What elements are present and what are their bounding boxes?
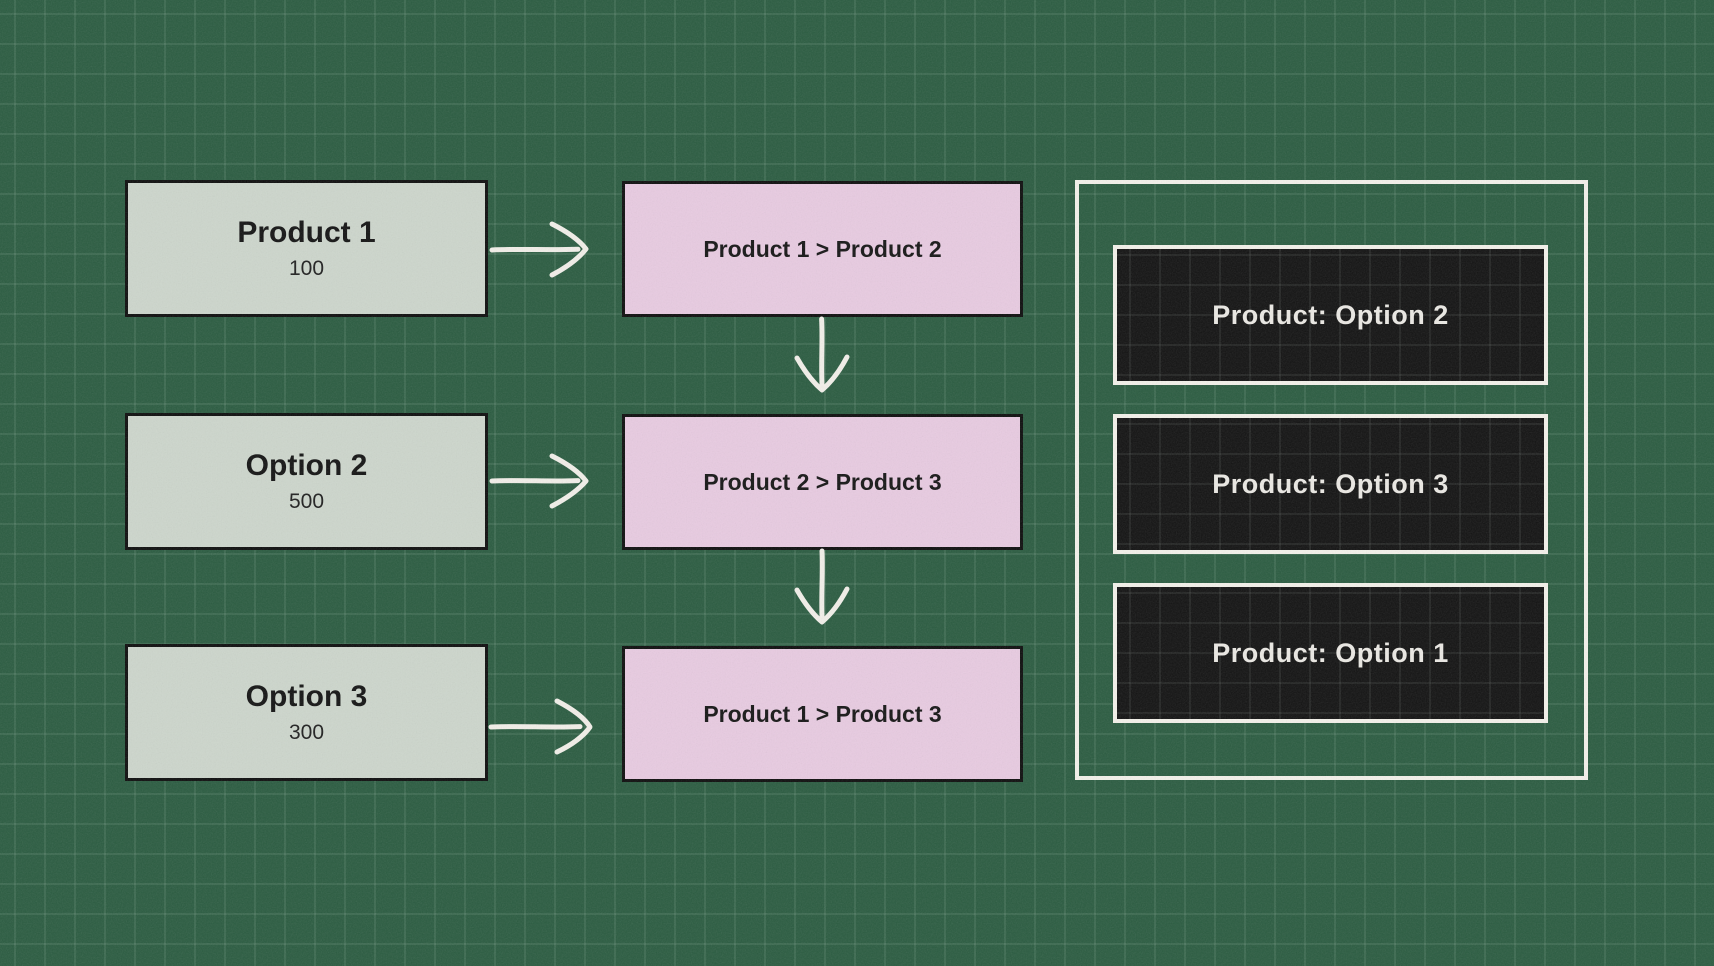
source-box-option-3[interactable]: Option 3 300 xyxy=(125,644,488,781)
arrow-source2-to-transition2 xyxy=(489,453,589,509)
panel-item-option-2[interactable]: Product: Option 2 xyxy=(1113,245,1548,385)
source-box-value: 500 xyxy=(288,489,325,513)
transition-box-1[interactable]: Product 1 > Product 2 xyxy=(622,181,1023,317)
arrow-transition2-to-transition3 xyxy=(794,548,850,625)
arrow-source1-to-transition1 xyxy=(489,221,589,278)
source-box-title: Option 2 xyxy=(245,449,368,483)
transition-label: Product 2 > Product 3 xyxy=(703,468,942,495)
panel-item-option-1[interactable]: Product: Option 1 xyxy=(1113,583,1548,723)
transition-label: Product 1 > Product 3 xyxy=(703,700,942,727)
source-box-title: Product 1 xyxy=(237,216,376,250)
source-box-product-1[interactable]: Product 1 100 xyxy=(125,180,488,317)
product-options-panel: Product: Option 2 Product: Option 3 Prod… xyxy=(1075,180,1588,780)
transition-label: Product 1 > Product 2 xyxy=(703,235,942,262)
panel-item-label: Product: Option 3 xyxy=(1212,468,1449,499)
transition-box-3[interactable]: Product 1 > Product 3 xyxy=(622,646,1023,782)
source-box-value: 300 xyxy=(288,720,325,744)
source-box-value: 100 xyxy=(288,256,325,280)
arrow-transition1-to-transition2 xyxy=(794,316,850,393)
source-box-title: Option 3 xyxy=(245,680,368,714)
source-box-option-2[interactable]: Option 2 500 xyxy=(125,413,488,550)
panel-item-label: Product: Option 2 xyxy=(1212,299,1449,330)
arrow-source3-to-transition3 xyxy=(488,698,593,755)
panel-item-option-3[interactable]: Product: Option 3 xyxy=(1113,414,1548,554)
transition-box-2[interactable]: Product 2 > Product 3 xyxy=(622,414,1023,550)
panel-item-label: Product: Option 1 xyxy=(1212,637,1449,668)
